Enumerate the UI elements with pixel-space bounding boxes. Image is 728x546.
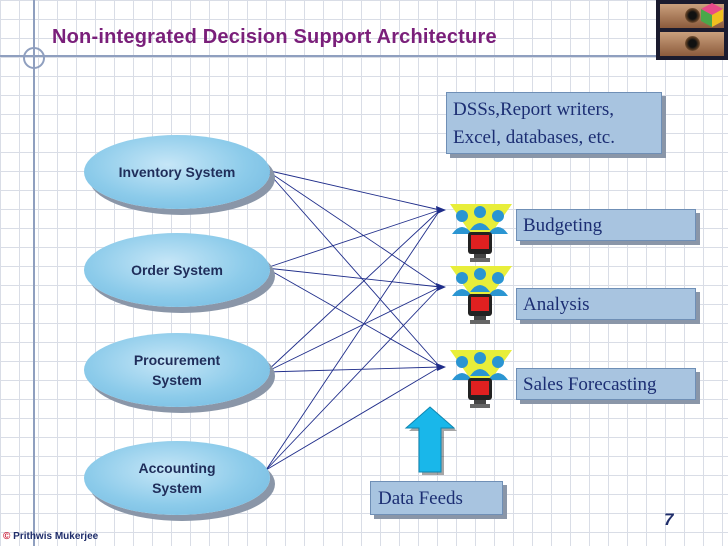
rule-circle <box>23 47 45 69</box>
cube-logo-icon <box>701 3 723 27</box>
users-with-computer-icon <box>450 204 512 262</box>
system-label: System <box>152 480 202 496</box>
output-label: Budgeting <box>523 215 603 236</box>
system-label: Order System <box>131 262 223 278</box>
inventory-system-ellipse: Inventory System <box>84 135 270 209</box>
margin-rule <box>33 0 35 546</box>
page-number: 7 <box>664 510 674 529</box>
eye-image-bottom <box>660 32 724 56</box>
tools-box: DSSs,Report writers, Excel, databases, e… <box>446 92 662 154</box>
system-label: Procurement <box>133 352 221 368</box>
header-rule <box>0 55 728 57</box>
users-with-computer-icon <box>450 350 512 408</box>
output-label: Analysis <box>523 294 590 315</box>
tools-line-2: Excel, databases, etc. <box>453 127 615 148</box>
footer: © Prithwis Mukerjee <box>3 531 98 542</box>
system-label: Accounting <box>138 460 216 476</box>
system-label: System <box>152 372 202 388</box>
data-feeds-box: Data Feeds <box>370 481 503 515</box>
page-title: Non-integrated Decision Support Architec… <box>52 26 497 48</box>
users-with-computer-icon <box>450 266 512 324</box>
system-label: Inventory System <box>118 164 236 180</box>
output-budgeting: Budgeting <box>516 209 696 241</box>
output-analysis: Analysis <box>516 288 696 320</box>
data-feeds-arrow-icon <box>404 406 457 475</box>
order-system-ellipse: Order System <box>84 233 270 307</box>
copyright-symbol: © <box>3 531 11 542</box>
data-feeds-label: Data Feeds <box>378 488 463 509</box>
output-sales-forecasting: Sales Forecasting <box>516 368 696 400</box>
output-label: Sales Forecasting <box>523 374 657 395</box>
tools-line-1: DSSs,Report writers, <box>453 99 614 120</box>
footer-author: Prithwis Mukerjee <box>13 531 99 542</box>
